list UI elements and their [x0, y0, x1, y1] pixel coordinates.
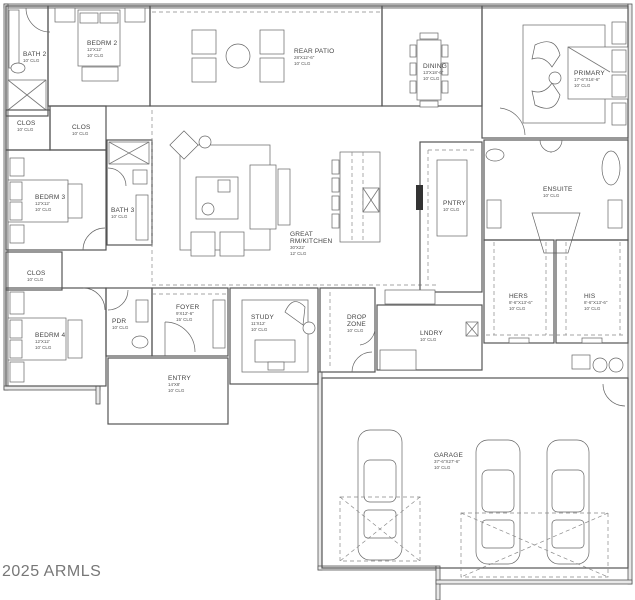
room-label-great-rm: GREAT RM/KITCHEN 30'X22' 12' CLG	[290, 231, 333, 256]
room-label-foyer: FOYER 9'X12'-6" 15' CLG	[176, 304, 200, 322]
room-label-clos3: CLOS 10' CLG	[27, 270, 46, 282]
room-label-pdr: PDR 10' CLG	[112, 318, 129, 330]
room-label-primary: PRIMARY 17'-6"X16'-6" 10' CLG	[574, 70, 605, 88]
car-3	[546, 439, 590, 565]
room-label-his: HIS 8'-6"X13'-6" 10' CLG	[584, 293, 608, 311]
room-label-entry: ENTRY 14'X8' 10' CLG	[168, 375, 191, 393]
room-label-bedrm4: BEDRM 4 12'X12' 10' CLG	[35, 332, 66, 350]
room-label-ensuite: ENSUITE 10' CLG	[543, 186, 573, 198]
room-label-bedrm2: BEDRM 2 12'X12' 10' CLG	[87, 40, 118, 58]
copyright-watermark: 2025 ARMLS	[2, 563, 102, 580]
room-label-clos2: CLOS 10' CLG	[72, 124, 91, 136]
room-label-garage: GARAGE 37'-6"X27'-6" 10' CLG	[434, 452, 464, 470]
room-label-lndry: LNDRY 10' CLG	[420, 330, 443, 342]
car-2	[475, 439, 521, 565]
car-1	[357, 429, 403, 561]
room-label-drop-zone: DROP ZONE 10' CLG	[347, 314, 367, 333]
room-label-clos1: CLOS 10' CLG	[17, 120, 36, 132]
room-label-bath3: BATH 3 10' CLG	[111, 207, 135, 219]
room-label-hers: HERS 8'-6"X13'-6" 10' CLG	[509, 293, 533, 311]
room-label-bath2: BATH 2 10' CLG	[23, 51, 47, 63]
room-label-study: STUDY 11'X12' 10' CLG	[251, 314, 275, 332]
room-label-rear-patio: REAR PATIO 28'X12'-6" 10' CLG	[294, 48, 335, 66]
room-label-dining: DINING 13'X18'-6" 10' CLG	[423, 63, 447, 81]
room-label-pntry: PNTRY 10' CLG	[443, 200, 466, 212]
room-label-bedrm3: BEDRM 3 12'X12' 10' CLG	[35, 194, 66, 212]
